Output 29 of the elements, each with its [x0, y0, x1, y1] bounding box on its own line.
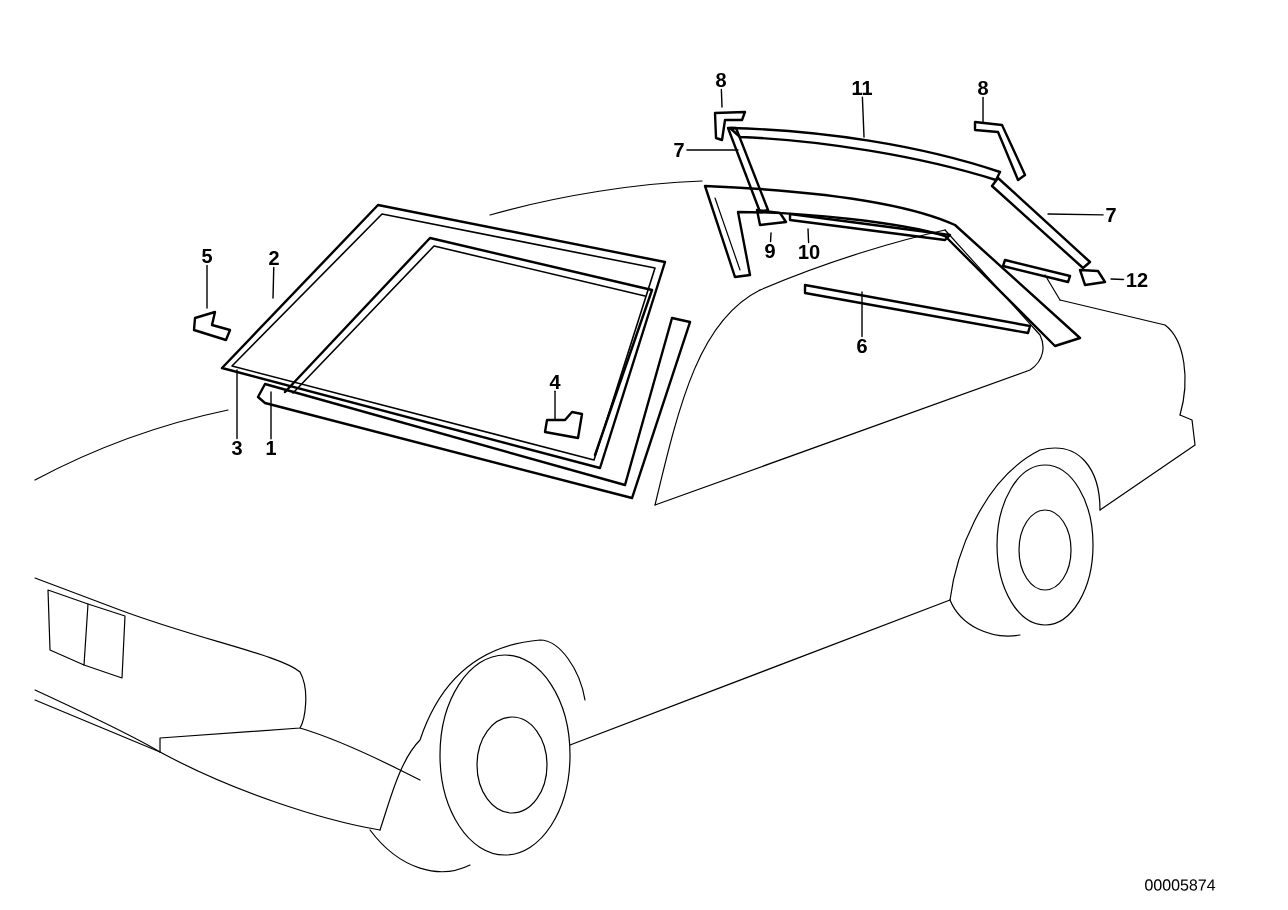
leader-line — [270, 391, 272, 440]
drawing-number: 00005874 — [1145, 879, 1216, 891]
leader-line — [236, 369, 238, 440]
callout-number: 7 — [1106, 208, 1116, 222]
leader-line — [206, 264, 208, 309]
leader-line — [769, 232, 772, 243]
callout-number: 10 — [799, 244, 820, 260]
callout-number: 5 — [202, 249, 212, 263]
callout-number: 3 — [231, 440, 242, 456]
leader-line — [554, 390, 556, 421]
leader-line — [686, 149, 739, 151]
callout-number: 11 — [852, 81, 873, 95]
leader-line — [272, 266, 275, 299]
leader-line — [807, 228, 810, 244]
callout-number: 8 — [978, 80, 988, 96]
callout-number: 4 — [549, 375, 561, 389]
callout-number: 7 — [674, 143, 684, 157]
leader-line — [1110, 278, 1125, 281]
callout-number: 6 — [857, 338, 867, 354]
leader-line — [720, 88, 723, 108]
leader-line — [861, 96, 865, 138]
callout-number: 2 — [269, 251, 279, 265]
leader-line — [982, 96, 984, 123]
callout-number: 9 — [765, 243, 775, 259]
callout-number: 12 — [1127, 273, 1148, 287]
callout-number: 8 — [716, 72, 726, 88]
leader-line — [1047, 213, 1104, 216]
leader-line — [861, 291, 863, 338]
callout-number: 1 — [266, 441, 276, 455]
